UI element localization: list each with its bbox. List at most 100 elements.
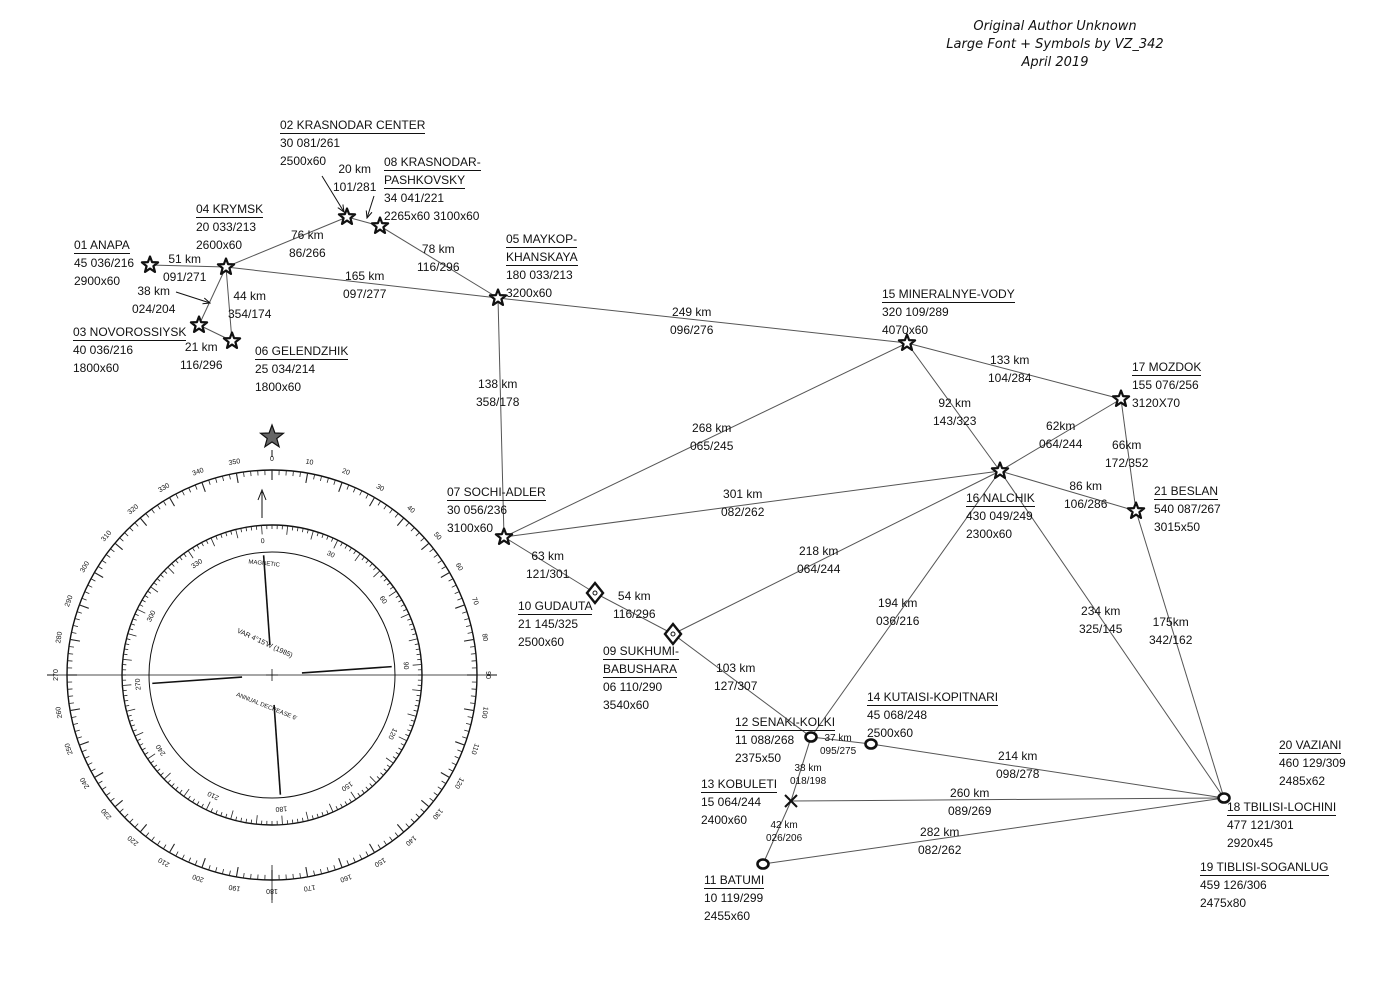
airbase-label-10[interactable]: 10 GUDAUTA 21 145/325 2500x60 — [518, 597, 593, 651]
airbase-name: 19 TIBLISI-SOGANLUG — [1200, 860, 1329, 876]
airbase-name: 13 KOBULETI — [701, 777, 778, 793]
route-line-12-14 — [810, 736, 872, 745]
airbase-symbol-17-star-icon[interactable] — [1111, 389, 1131, 407]
airbase-name: 03 NOVOROSSIYSK — [73, 325, 187, 341]
route-bearing: 116/296 — [180, 358, 223, 372]
route-distance: 218 km — [799, 544, 839, 558]
airbase-label-04[interactable]: 04 KRYMSK 20 033/213 2600x60 — [196, 200, 264, 254]
airbase-label-17[interactable]: 17 MOZDOK 155 076/256 3120X70 — [1132, 358, 1202, 412]
airbase-runway: 2400x60 — [701, 813, 748, 827]
airbase-symbol-18-circle-icon[interactable] — [1217, 792, 1231, 804]
svg-text:330: 330 — [190, 558, 204, 570]
airbase-symbol-21-star-icon[interactable] — [1126, 501, 1146, 519]
airbase-symbol-06-star-icon[interactable] — [222, 331, 242, 349]
airbase-label-20[interactable]: 20 VAZIANI 460 129/309 2485x62 — [1279, 736, 1346, 790]
svg-text:20: 20 — [341, 468, 351, 477]
airbase-label-11[interactable]: 11 BATUMI 10 119/299 2455x60 — [704, 871, 765, 925]
route-bearing: 064/244 — [1039, 437, 1083, 451]
route-distance: 175km — [1152, 615, 1189, 629]
route-distance: 63 km — [531, 549, 565, 563]
svg-text:90: 90 — [402, 662, 410, 670]
svg-text:70: 70 — [470, 596, 479, 606]
svg-text:240: 240 — [79, 776, 91, 790]
airbase-label-06[interactable]: 06 GELENDZHIK 25 034/214 1800x60 — [255, 342, 349, 396]
route-distance: 86 km — [1069, 479, 1103, 493]
airbase-symbol-07-star-icon[interactable] — [494, 527, 514, 545]
route-bearing: 095/275 — [820, 746, 857, 757]
svg-text:60: 60 — [454, 562, 464, 572]
svg-text:210: 210 — [157, 856, 171, 868]
airbase-runway: 4070x60 — [882, 323, 929, 337]
airbase-freq-heading: 15 064/244 — [701, 795, 762, 809]
route-bearing: 358/178 — [476, 395, 520, 409]
airbase-symbol-08-star-icon[interactable] — [370, 216, 390, 234]
credit-author: Original Author Unknown — [973, 19, 1137, 34]
airbase-label-05[interactable]: 05 MAYKOP- KHANSKAYA 180 033/213 3200x60 — [506, 230, 578, 302]
svg-text:330: 330 — [157, 482, 171, 494]
svg-text:30: 30 — [326, 550, 336, 560]
airbase-symbol-15-star-icon[interactable] — [897, 333, 917, 351]
airbase-label-03[interactable]: 03 NOVOROSSIYSK 40 036/216 1800x60 — [73, 323, 187, 377]
airbase-label-09[interactable]: 09 SUKHUMI- BABUSHARA 06 110/290 3540x60 — [603, 642, 680, 714]
route-bearing: 065/245 — [690, 439, 734, 453]
svg-text:30: 30 — [375, 483, 385, 493]
airbase-label-14[interactable]: 14 KUTAISI-KOPITNARI 45 068/248 2500x60 — [867, 688, 999, 742]
airbase-name: 21 BESLAN — [1154, 484, 1219, 500]
airbase-symbol-10-diamond-icon[interactable] — [585, 581, 605, 605]
airbase-symbol-11-circle-icon[interactable] — [756, 858, 770, 870]
airbase-label-07[interactable]: 07 SOCHI-ADLER 30 056/236 3100x60 — [447, 483, 546, 537]
airbase-symbol-05-star-icon[interactable] — [488, 288, 508, 306]
airbase-label-19[interactable]: 19 TIBLISI-SOGANLUG 459 126/306 2475x80 — [1200, 858, 1329, 912]
airbase-symbol-14-circle-icon[interactable] — [864, 738, 878, 750]
airbase-symbol-03-star-icon[interactable] — [189, 315, 209, 333]
airbase-runway: 2485x62 — [1279, 774, 1326, 788]
svg-text:250: 250 — [64, 742, 75, 755]
route-line-09-12 — [672, 633, 812, 738]
airbase-name: 16 NALCHIK — [966, 491, 1035, 507]
airbase-name: 11 BATUMI — [704, 873, 765, 889]
svg-text:280: 280 — [55, 631, 64, 644]
airbase-symbol-13-cross-icon[interactable] — [784, 794, 798, 808]
svg-text:100: 100 — [480, 706, 489, 719]
airbase-symbol-02-star-icon[interactable] — [337, 207, 357, 225]
airbase-symbol-01-star-icon[interactable] — [140, 255, 160, 273]
airbase-label-18[interactable]: 18 TBILISI-LOCHINI 477 121/301 2920x45 — [1227, 798, 1337, 852]
airbase-symbol-09-diamond-icon[interactable] — [663, 622, 683, 646]
route-bearing: 026/206 — [766, 833, 803, 844]
airbase-label-15[interactable]: 15 MINERALNYE-VODY 320 109/289 4070x60 — [882, 285, 1015, 339]
airbase-label-12[interactable]: 12 SENAKI-KOLKI 11 088/268 2375x50 — [735, 713, 836, 767]
airbase-label-21[interactable]: 21 BESLAN 540 087/267 3015x50 — [1154, 482, 1221, 536]
airbase-symbol-12-circle-icon[interactable] — [804, 731, 818, 743]
airbase-name: 02 KRASNODAR CENTER — [280, 118, 426, 134]
route-bearing: 172/352 — [1105, 456, 1149, 470]
route-line-04-05 — [225, 266, 499, 299]
airbase-runway: 2375x50 — [735, 751, 782, 765]
airbase-label-16[interactable]: 16 NALCHIK 430 049/249 2300x60 — [966, 489, 1035, 543]
airbase-symbol-16-star-icon[interactable] — [990, 461, 1010, 479]
route-bearing: 104/284 — [988, 371, 1032, 385]
svg-text:50: 50 — [432, 531, 442, 542]
airbase-label-02[interactable]: 02 KRASNODAR CENTER 30 081/261 2500x60 — [280, 116, 426, 170]
svg-text:10: 10 — [305, 458, 314, 466]
airbase-symbol-04-star-icon[interactable] — [216, 257, 236, 275]
airbase-name-cont: KHANSKAYA — [506, 250, 578, 266]
airbase-label-01[interactable]: 01 ANAPA 45 036/216 2900x60 — [74, 236, 134, 290]
route-bearing: 143/323 — [933, 414, 977, 428]
airbase-label-13[interactable]: 13 KOBULETI 15 064/244 2400x60 — [701, 775, 778, 829]
route-line-14-18 — [870, 743, 1225, 799]
airbase-name: 10 GUDAUTA — [518, 599, 593, 615]
airbase-label-08[interactable]: 08 KRASNODAR- PASHKOVSKY 34 041/221 2265… — [384, 153, 481, 225]
route-bearing: 096/276 — [670, 323, 714, 337]
